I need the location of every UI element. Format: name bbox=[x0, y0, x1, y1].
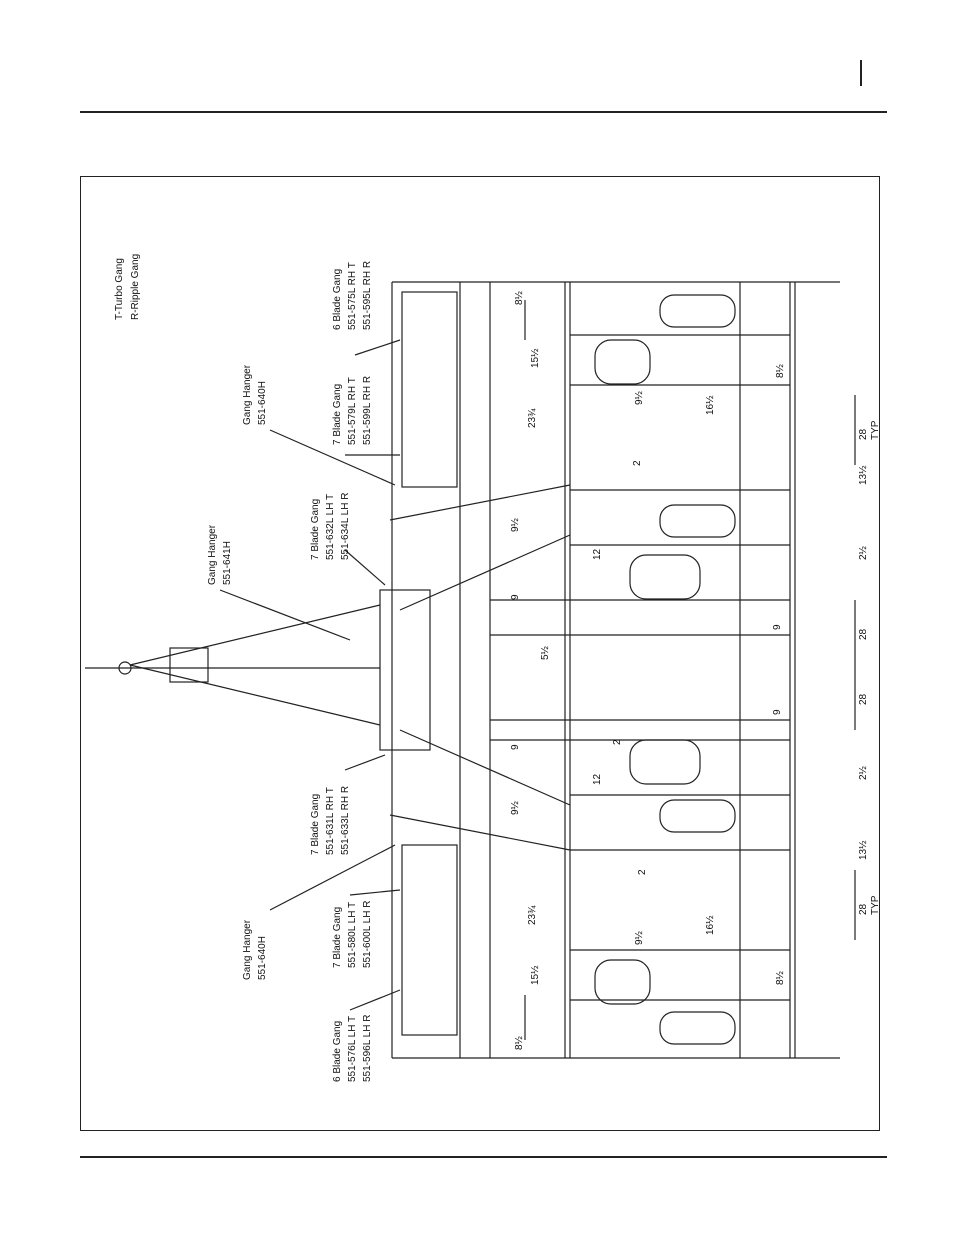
dim-label: 13½ bbox=[858, 840, 869, 860]
page-header-tick bbox=[860, 60, 862, 86]
page-header-rule bbox=[80, 111, 887, 113]
dim-label: 9 bbox=[510, 744, 521, 750]
dim-label: 23¾ bbox=[527, 905, 538, 925]
dim-label: 8½ bbox=[775, 970, 786, 985]
callout-title: 7 Blade Gang bbox=[310, 794, 321, 855]
callout-part: 551-576L LH T bbox=[347, 1016, 358, 1082]
dim-label: 12 bbox=[592, 548, 603, 560]
callout-part: 551-641H bbox=[222, 541, 233, 585]
callout-part: 551-595L RH R bbox=[362, 261, 373, 330]
dim-label: 13½ bbox=[858, 465, 869, 485]
callout-part: 551-631L RH T bbox=[325, 787, 336, 855]
dim-label: TYP bbox=[870, 420, 881, 440]
dim-label: 15½ bbox=[530, 348, 541, 368]
dim-label: 9 bbox=[772, 624, 783, 630]
callout-part: 551-599L RH R bbox=[362, 376, 373, 445]
dim-label: 2½ bbox=[858, 545, 869, 560]
dim-label: 9 bbox=[772, 709, 783, 715]
dim-label: 28 bbox=[858, 628, 869, 640]
dim-label: 9½ bbox=[634, 930, 645, 945]
callout-part: 551-640H bbox=[257, 381, 268, 425]
dim-label: TYP bbox=[870, 895, 881, 915]
callout-title: Gang Hanger bbox=[242, 919, 253, 980]
drawing-frame bbox=[80, 176, 880, 1131]
page-footer-rule bbox=[80, 1156, 887, 1158]
callout-part: 551-633L RH R bbox=[340, 786, 351, 855]
legend-ripple: R-Ripple Gang bbox=[130, 254, 141, 320]
dim-label: 28 bbox=[858, 693, 869, 705]
legend-turbo: T-Turbo Gang bbox=[114, 258, 125, 320]
callout-part: 551-575L RH T bbox=[347, 262, 358, 330]
callout-title: 6 Blade Gang bbox=[332, 269, 343, 330]
dim-label: 9½ bbox=[510, 517, 521, 532]
callout-title: Gang Hanger bbox=[207, 524, 218, 585]
callout-part: 551-596L LH R bbox=[362, 1015, 373, 1082]
dim-label: 8½ bbox=[514, 290, 525, 305]
callout-part: 551-580L LH T bbox=[347, 902, 358, 968]
dim-label: 28 bbox=[858, 428, 869, 440]
dim-label: 2 bbox=[632, 460, 643, 466]
dim-label: 9½ bbox=[510, 800, 521, 815]
dim-label: 28 bbox=[858, 903, 869, 915]
dim-label: 2 bbox=[637, 869, 648, 875]
callout-part: 551-600L LH R bbox=[362, 901, 373, 968]
dim-label: 2 bbox=[612, 739, 623, 745]
dim-label: 15½ bbox=[530, 965, 541, 985]
callout-title: Gang Hanger bbox=[242, 364, 253, 425]
callout-title: 7 Blade Gang bbox=[332, 907, 343, 968]
dim-label: 2½ bbox=[858, 765, 869, 780]
dim-label: 12 bbox=[592, 773, 603, 785]
dim-label: 8½ bbox=[514, 1035, 525, 1050]
callout-title: 7 Blade Gang bbox=[332, 384, 343, 445]
dim-label: 5½ bbox=[540, 645, 551, 660]
dim-label: 16½ bbox=[705, 395, 716, 415]
dim-label: 16½ bbox=[705, 915, 716, 935]
dim-label: 9 bbox=[510, 594, 521, 600]
callout-part: 551-579L RH T bbox=[347, 377, 358, 445]
callout-part: 551-634L LH R bbox=[340, 493, 351, 560]
callout-part: 551-632L LH T bbox=[325, 494, 336, 560]
callout-title: 7 Blade Gang bbox=[310, 499, 321, 560]
dim-label: 23¾ bbox=[527, 408, 538, 428]
dim-label: 8½ bbox=[775, 363, 786, 378]
callout-title: 6 Blade Gang bbox=[332, 1021, 343, 1082]
callout-part: 551-640H bbox=[257, 936, 268, 980]
dim-label: 9½ bbox=[634, 390, 645, 405]
